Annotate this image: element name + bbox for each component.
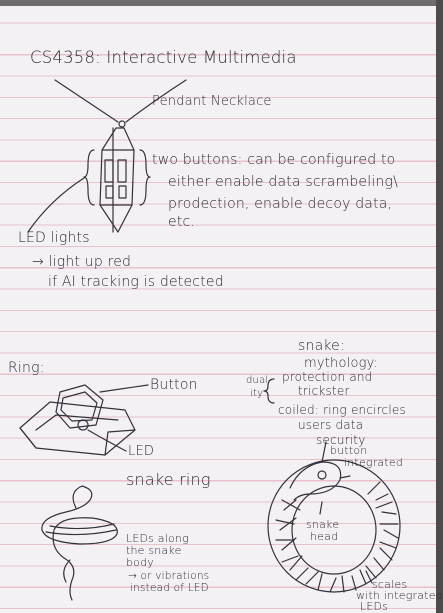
buttons-note-line-2: either enable data scrambeling\: [168, 174, 398, 190]
ring-button-label: Button: [150, 377, 198, 393]
ring-led-label: LED: [128, 444, 154, 459]
led-note-line-2: if AI tracking is detected: [48, 274, 224, 290]
snake-head-pointer: [320, 502, 322, 514]
snake-ring-body: [42, 486, 117, 600]
led-pointer-line: [28, 178, 84, 232]
buttons-note-line-1: two buttons: can be configured to: [152, 152, 395, 168]
snake-heading: snake:: [298, 338, 345, 354]
page-title: CS4358: Interactive Multimedia: [30, 48, 297, 67]
scales-line-3: LEDs: [360, 600, 388, 613]
duality-line-2: ity: [250, 388, 263, 399]
coiled-line-2: users data: [298, 418, 363, 432]
ring-button-pointer: [100, 385, 148, 392]
necklace-cord-left: [55, 80, 118, 122]
pendant-label: Pendant Necklace: [152, 94, 272, 109]
buttons-note-line-3: prodection, enable decoy data,: [168, 196, 392, 212]
ring-led: [78, 420, 88, 430]
ring-label: Ring:: [8, 360, 45, 376]
vibration-note-line-2: instead of LED: [130, 582, 209, 594]
button-integrated-line-2: integrated: [344, 456, 403, 469]
vibration-note-line-1: → or vibrations: [128, 570, 209, 582]
duality-line-1: dual-: [246, 375, 272, 386]
ring-led-pointer: [88, 430, 126, 451]
mythology-label: mythology:: [304, 356, 378, 371]
protection-line-1: protection and: [282, 370, 373, 384]
necklace-clasp: [119, 121, 125, 127]
snake-head-line-2: head: [310, 530, 338, 543]
buttons-note-line-4: etc.: [168, 214, 195, 230]
protection-line-2: trickster: [298, 384, 350, 398]
snake-ring-label: snake ring: [126, 470, 211, 489]
snake-ring-tail: [64, 560, 70, 582]
led-lights-label: LED lights: [18, 230, 90, 246]
pendant-brace-right: [140, 150, 150, 205]
pendant-button-right: [118, 160, 126, 182]
led-note-line-1: → light up red: [32, 254, 131, 270]
leds-note-line-3: body: [126, 556, 154, 569]
pendant-brace-left: [84, 150, 94, 205]
coiled-line-1: coiled: ring encircles: [278, 403, 406, 417]
snake-tongue: [340, 476, 350, 478]
snake-eye: [318, 471, 326, 479]
snake-head: [290, 462, 341, 500]
pendant-button-left: [105, 160, 113, 182]
